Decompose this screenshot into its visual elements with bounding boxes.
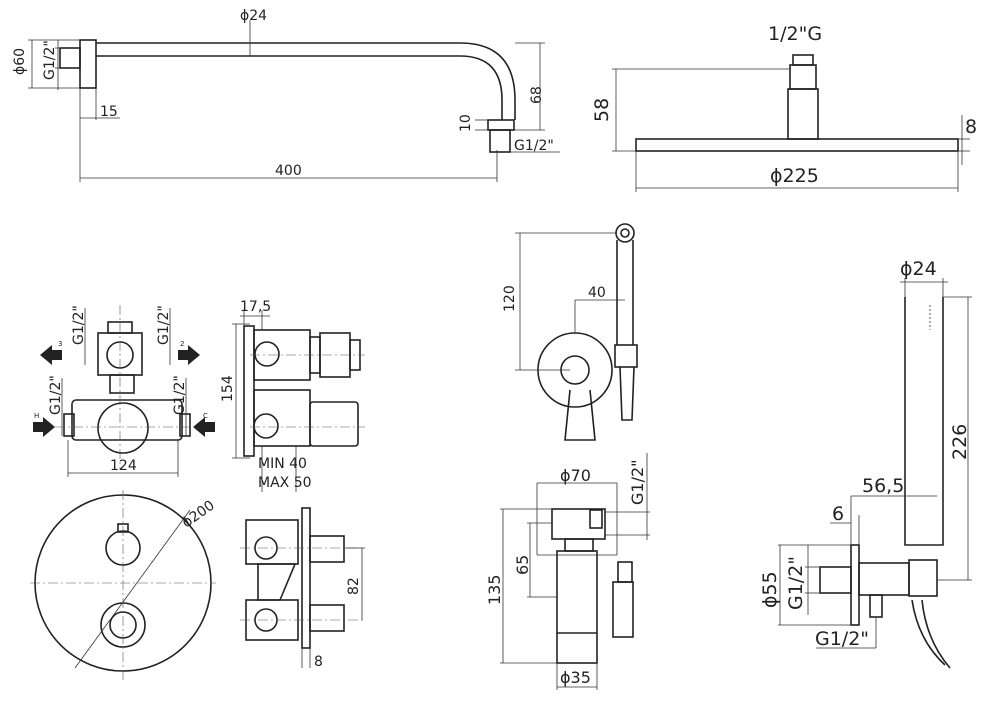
dim-d35: ϕ35 [560, 668, 591, 687]
valve-thread-2: G1/2" [156, 305, 172, 345]
wall-flange [79, 39, 97, 89]
dim-hand-d24: ϕ24 [900, 258, 937, 280]
valve-thread-1: G1/2" [71, 305, 87, 345]
shower-head-plate [635, 138, 959, 152]
inlet-arrow-c [193, 417, 215, 437]
port-label-c: C [203, 412, 208, 420]
valve-thread-3: G1/2" [48, 375, 64, 415]
outlet-arrow-3 [40, 345, 62, 365]
port-label-2: 2 [180, 340, 184, 348]
valve-body-side: 17,5 154 MIN 40 MAX 50 [220, 299, 365, 492]
dim-d24: ϕ24 [240, 8, 267, 24]
dim-min-depth: MIN 40 [258, 456, 307, 472]
dim-hand-thread-1: G1/2" [785, 556, 807, 610]
arm-pipe [96, 42, 516, 120]
dim-10: 10 [458, 114, 474, 132]
dim-hand-thread-2: G1/2" [815, 628, 869, 650]
dim-400: 400 [275, 163, 302, 179]
dim-120: 120 [502, 285, 518, 312]
arm-outlet-thread [489, 129, 511, 153]
shower-head-drawing: 1/2"G 58 8 ϕ225 [591, 23, 977, 192]
dim-82: 82 [346, 577, 362, 595]
dim-226: 226 [949, 424, 971, 460]
dim-17-5: 17,5 [240, 299, 271, 315]
dim-d225: ϕ225 [770, 165, 819, 187]
dim-d200: ϕ200 [179, 498, 218, 532]
dim-8: 8 [965, 116, 977, 138]
dim-max-depth: MAX 50 [258, 475, 312, 491]
port-label-h: H [34, 412, 39, 420]
diverter-body [556, 550, 598, 664]
dim-124: 124 [110, 458, 137, 474]
dim-68: 68 [529, 86, 545, 104]
dim-40: 40 [588, 285, 606, 301]
holder-drawing: 120 40 [502, 223, 638, 441]
dim-15: 15 [100, 104, 118, 120]
wall-outlet-plate [850, 544, 860, 626]
diverter-drawing: ϕ70 G1/2" 65 135 ϕ35 [485, 453, 650, 690]
dim-thread-left: G1/2" [42, 40, 58, 80]
dim-56-5: 56,5 [862, 475, 904, 497]
dim-diverter-thread: G1/2" [628, 459, 647, 505]
dim-135: 135 [485, 574, 504, 605]
valve-thread-4: G1/2" [172, 375, 188, 415]
arm-inlet [59, 47, 81, 69]
dim-d70: ϕ70 [560, 466, 591, 485]
dim-65: 65 [513, 555, 532, 575]
dim-d60: ϕ60 [12, 48, 28, 75]
outlet-arrow-2 [178, 345, 200, 365]
dim-d55: ϕ55 [759, 571, 781, 608]
dim-plate-8: 8 [314, 654, 323, 670]
plate-profile [301, 507, 311, 649]
hand-shower-drawing: ϕ24 226 56,5 6 ϕ55 G1/2" G1/2" [759, 258, 972, 669]
arm-outlet [487, 119, 515, 131]
valve-body-front: G1/2" G1/2" G1/2" G1/2" 3 2 H C 124 [33, 305, 215, 477]
inlet-arrow-h [33, 417, 55, 437]
dim-6: 6 [832, 503, 844, 525]
dim-154: 154 [220, 375, 236, 402]
dim-58: 58 [591, 98, 613, 122]
dim-thread-right: G1/2" [514, 138, 554, 154]
port-label-3: 3 [58, 340, 62, 348]
shower-arm-drawing: ϕ60 G1/2" ϕ24 15 68 10 G1/2" 400 [12, 8, 560, 182]
cover-plate-front: ϕ200 [30, 490, 218, 680]
dim-head-thread: 1/2"G [768, 23, 822, 45]
cover-plate-side: 82 8 [240, 507, 365, 670]
hand-shower-handle [904, 297, 944, 546]
